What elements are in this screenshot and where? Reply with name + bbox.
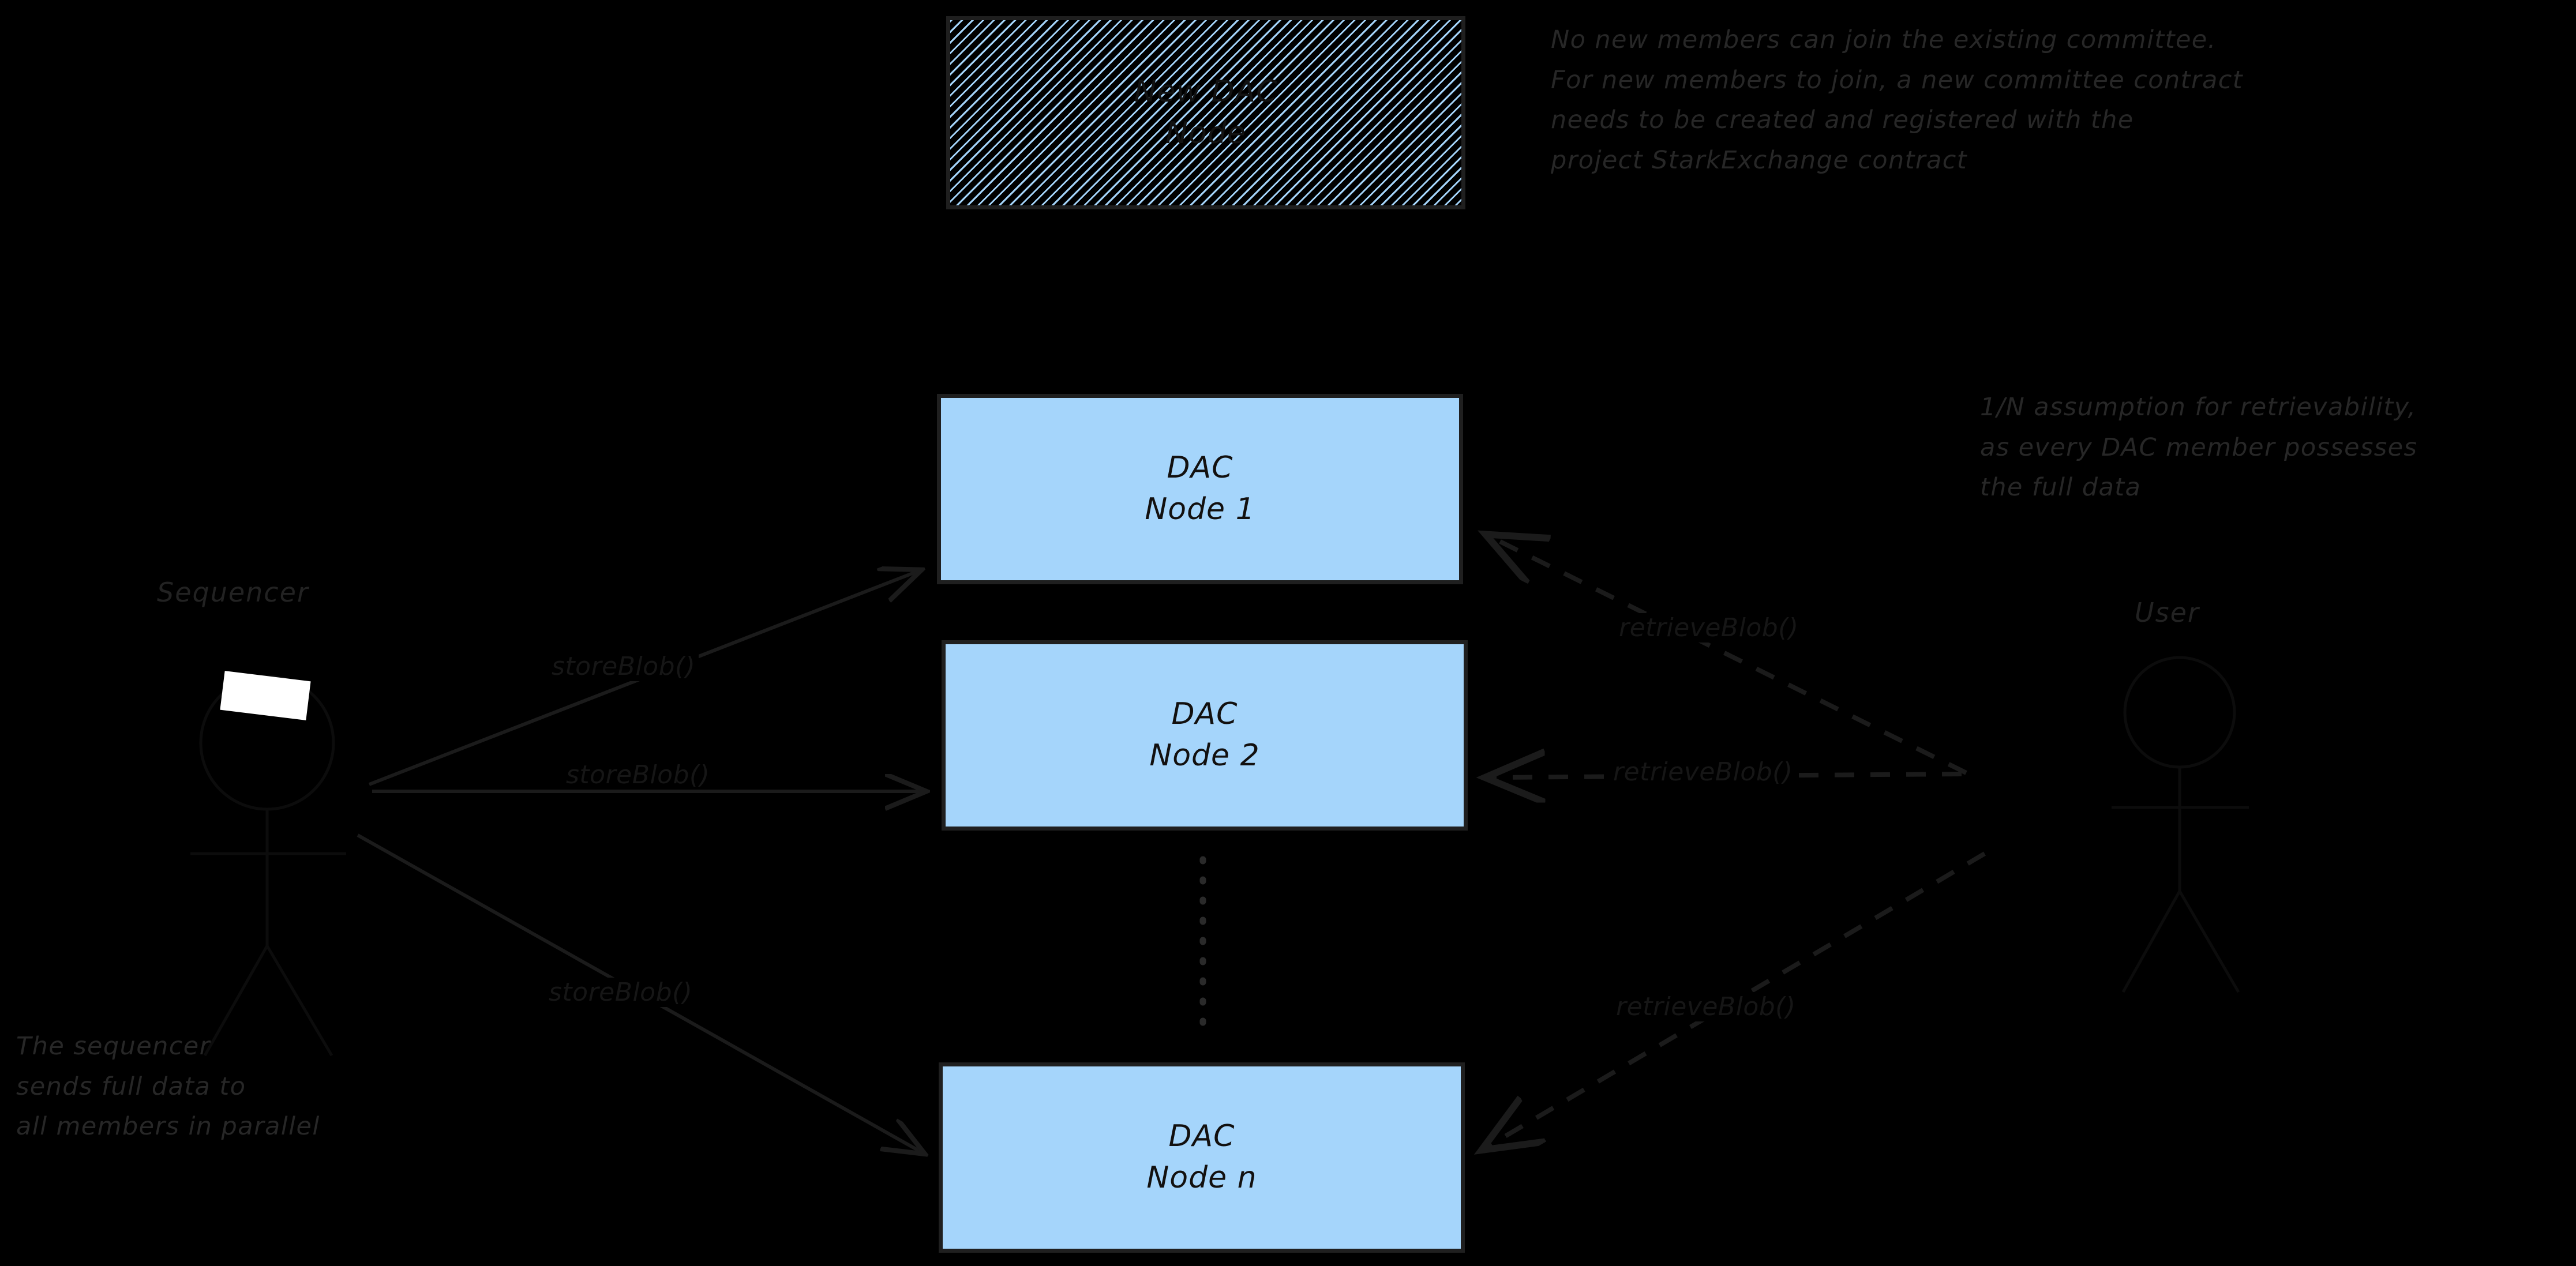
edge-label-store-node2: storeBlob() <box>563 760 714 790</box>
edge-label-store-node1: storeBlob() <box>548 652 699 681</box>
dac-node-n-title: DAC <box>1168 1119 1235 1154</box>
dac-node-1-box[interactable]: DAC Node 1 <box>937 394 1463 584</box>
note-retrievability: 1/N assumption for retrievability, as ev… <box>1980 393 2418 502</box>
note-committee: No new members can join the existing com… <box>1551 25 2244 175</box>
new-dac-node-box[interactable]: New DAC Node <box>946 16 1465 209</box>
sequencer-figure <box>190 675 346 1057</box>
edge-label-store-noden: storeBlob() <box>545 978 696 1007</box>
note-sequencer: The sequencer sends full data to all mem… <box>16 1032 320 1141</box>
new-dac-node-subtitle: Node <box>1165 115 1246 151</box>
user-figure <box>2112 656 2249 993</box>
edge-retrieve-node1 <box>1490 536 1967 775</box>
user-label: User <box>2135 597 2200 628</box>
sequencer-label: Sequencer <box>157 577 309 608</box>
dac-node-n-box[interactable]: DAC Node n <box>939 1062 1465 1253</box>
dac-node-2-box[interactable]: DAC Node 2 <box>942 640 1468 831</box>
dac-node-1-subtitle: Node 1 <box>1145 492 1255 527</box>
new-dac-node-title: New DAC <box>1134 74 1278 109</box>
edge-label-retrieve-noden: retrieveBlob() <box>1613 992 1799 1021</box>
edge-label-retrieve-node1: retrieveBlob() <box>1615 613 1802 643</box>
dac-node-n-subtitle: Node n <box>1146 1160 1257 1195</box>
dac-node-2-subtitle: Node 2 <box>1149 738 1260 773</box>
dac-node-1-title: DAC <box>1167 450 1233 486</box>
edge-label-retrieve-node2: retrieveBlob() <box>1610 757 1797 787</box>
highlight-rect[interactable] <box>220 671 311 720</box>
dac-node-2-title: DAC <box>1171 697 1238 732</box>
